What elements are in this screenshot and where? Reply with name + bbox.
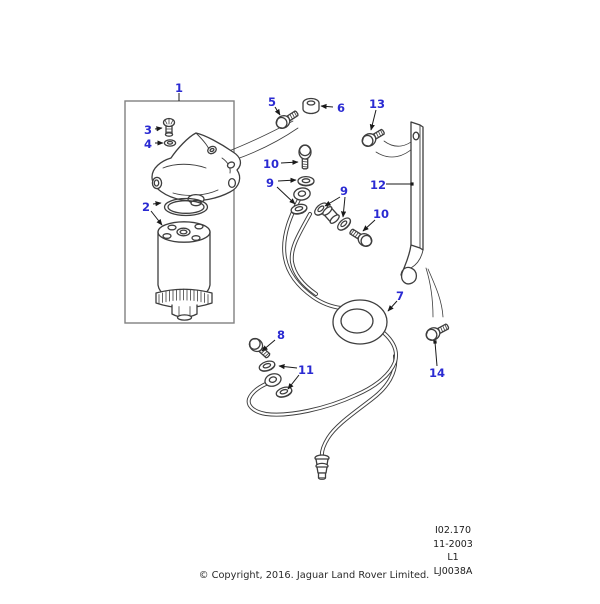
callout-6[interactable]: 6	[337, 101, 345, 115]
callout-leader-3	[154, 126, 163, 132]
part-washer-4	[163, 139, 177, 147]
callout-leader-9	[324, 196, 341, 207]
callout-leader-13	[369, 109, 377, 131]
callout-10[interactable]: 10	[373, 207, 389, 221]
callout-leader-11	[278, 364, 298, 370]
callout-8[interactable]: 8	[277, 328, 285, 342]
callout-leader-10	[362, 219, 376, 232]
callout-9[interactable]: 9	[340, 184, 348, 198]
part-spacer-6	[302, 97, 320, 115]
part-bolt-10-lower	[346, 225, 375, 250]
callout-leader-6	[320, 103, 334, 110]
callout-14[interactable]: 14	[429, 366, 445, 380]
part-bolt-10-upper	[298, 144, 312, 170]
callout-leader-14	[433, 340, 438, 367]
callout-1[interactable]: 1	[175, 81, 183, 95]
part-washers-9-left	[289, 175, 315, 217]
callout-leader-9	[340, 196, 347, 218]
callout-13[interactable]: 13	[369, 97, 385, 111]
callout-7[interactable]: 7	[396, 289, 404, 303]
part-seal-2	[163, 197, 209, 217]
banjo-spacer	[322, 206, 340, 224]
copyright-notice: © Copyright, 2016. Jaguar Land Rover Lim…	[198, 570, 430, 581]
callout-leader-7	[387, 300, 398, 312]
part-bolt-14	[423, 320, 452, 344]
callout-11[interactable]: 11	[298, 363, 314, 377]
callout-leader-2	[152, 201, 162, 207]
section-code: I02.170	[434, 525, 472, 536]
callout-leader-2	[150, 210, 163, 226]
pipe-coil	[332, 299, 388, 345]
part-filter-head	[151, 117, 242, 207]
part-pipe-7	[246, 190, 398, 481]
drawing-code: LJ0038A	[433, 565, 473, 577]
callout-leader-9	[276, 186, 296, 205]
part-filter-canister	[155, 221, 213, 321]
callout-leader-5	[274, 106, 281, 116]
part-washers-11	[257, 358, 294, 400]
callout-leader-9	[277, 177, 297, 183]
callout-leader-8	[261, 339, 276, 352]
part-bolt-8	[246, 335, 274, 362]
page-code: L1	[447, 552, 459, 563]
callout-12[interactable]: 12	[370, 178, 386, 192]
callout-3[interactable]: 3	[144, 123, 152, 137]
part-bolt-3	[162, 117, 176, 137]
callout-10[interactable]: 10	[263, 157, 279, 171]
callout-2[interactable]: 2	[142, 200, 150, 214]
part-bolt-13	[359, 125, 388, 150]
drawing-reference-block: I02.170 11-2003 L1 LJ0038A	[392, 524, 514, 578]
callout-9[interactable]: 9	[266, 176, 274, 190]
callout-leader-10	[280, 159, 299, 165]
part-washers-9-right	[311, 200, 354, 234]
pipe-end-fitting	[314, 454, 330, 481]
date-code: 11-2003	[433, 538, 473, 550]
part-bracket-12	[400, 121, 424, 285]
callout-5[interactable]: 5	[268, 95, 276, 109]
callout-4[interactable]: 4	[144, 137, 152, 151]
callout-leader-11	[287, 374, 300, 390]
